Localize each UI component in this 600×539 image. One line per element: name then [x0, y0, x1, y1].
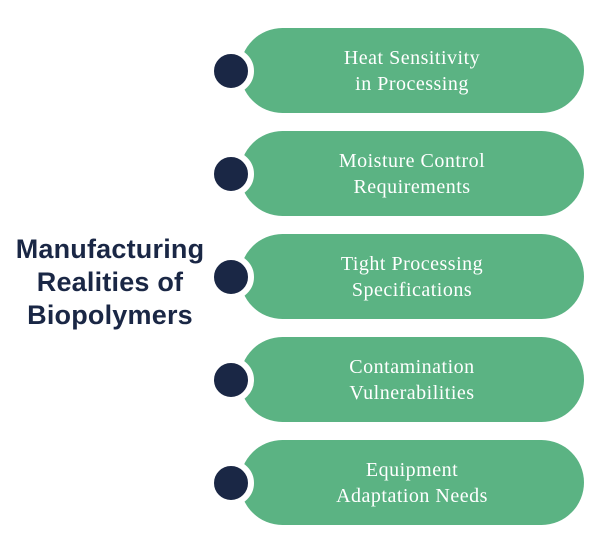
- title-line-2: Realities of: [36, 267, 184, 297]
- pill-label-line-1: Equipment: [365, 458, 459, 481]
- pill-label: Heat Sensitivity in Processing: [240, 28, 584, 113]
- bullet-circle-icon: [208, 459, 254, 506]
- diagram-title: Manufacturing Realities of Biopolymers: [0, 233, 220, 332]
- pill-label-line-2: Specifications: [351, 278, 473, 301]
- pill-label: Equipment Adaptation Needs: [240, 440, 584, 525]
- pill-label-line-1: Moisture Control: [338, 149, 486, 172]
- bullet-circle-icon: [208, 150, 254, 197]
- title-line-3: Biopolymers: [27, 300, 193, 330]
- bullet-circle-icon: [208, 47, 254, 94]
- pill-label-line-2: Adaptation Needs: [336, 484, 488, 507]
- pill-label-line-1: Contamination: [349, 355, 475, 378]
- pill-label: Moisture Control Requirements: [240, 131, 584, 216]
- pill-item-contamination: Contamination Vulnerabilities: [206, 337, 584, 422]
- pill-label-line-2: in Processing: [355, 72, 469, 95]
- bullet-circle-icon: [208, 253, 254, 300]
- pill-item-tight-processing: Tight Processing Specifications: [206, 234, 584, 319]
- pill-label: Tight Processing Specifications: [240, 234, 584, 319]
- pill-label-line-2: Vulnerabilities: [349, 381, 475, 404]
- pill-label: Contamination Vulnerabilities: [240, 337, 584, 422]
- pill-item-moisture-control: Moisture Control Requirements: [206, 131, 584, 216]
- pill-label-line-1: Tight Processing: [340, 252, 484, 275]
- pill-item-heat-sensitivity: Heat Sensitivity in Processing: [206, 28, 584, 113]
- pill-label-line-2: Requirements: [353, 175, 471, 198]
- pill-label-line-1: Heat Sensitivity: [343, 46, 481, 69]
- title-line-1: Manufacturing: [15, 234, 205, 264]
- pill-item-equipment: Equipment Adaptation Needs: [206, 440, 584, 525]
- bullet-circle-icon: [208, 356, 254, 403]
- pill-list: Heat Sensitivity in Processing Moisture …: [206, 28, 584, 539]
